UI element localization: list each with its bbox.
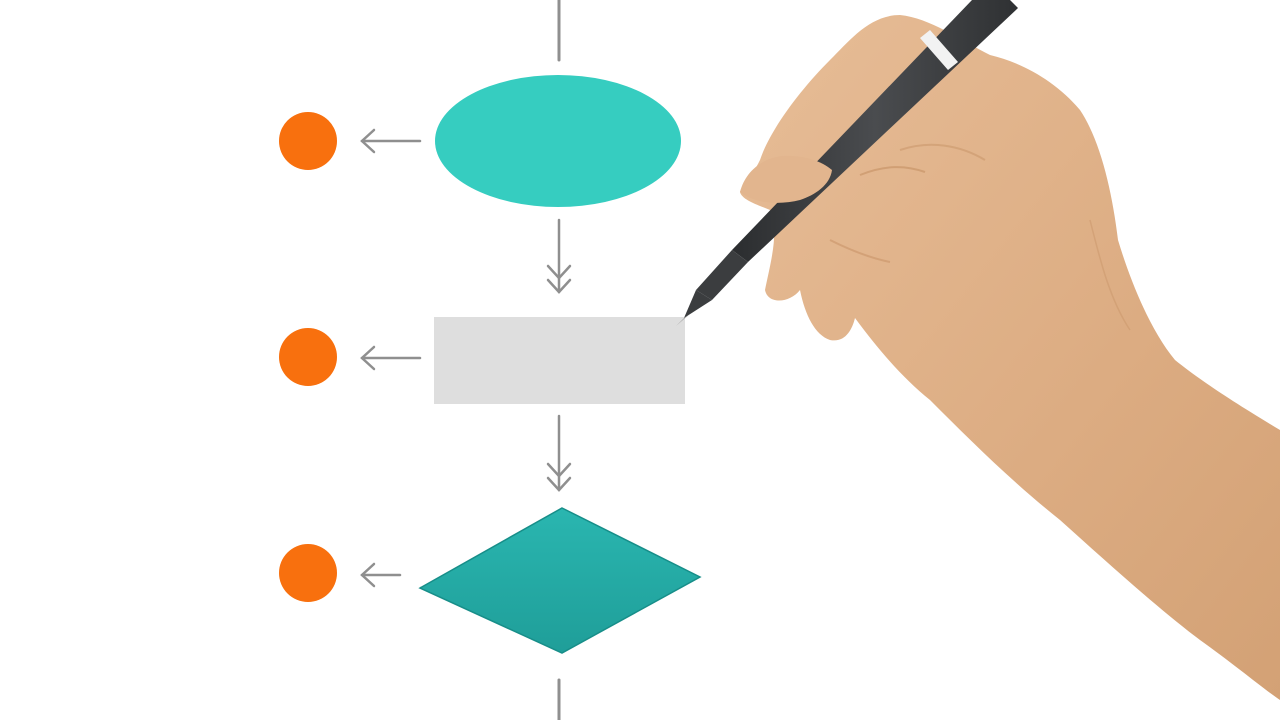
- orange-marker-3: [279, 544, 337, 602]
- down-arrow-start-to-process: [546, 218, 572, 294]
- process-rectangle-node: [434, 317, 685, 404]
- left-arrow-to-marker-3: [360, 562, 402, 588]
- left-arrow-to-marker-1: [360, 128, 422, 154]
- orange-marker-1: [279, 112, 337, 170]
- down-arrow-process-to-decision: [546, 414, 572, 492]
- decision-diamond-node: [418, 507, 702, 654]
- left-arrow-to-marker-2: [360, 345, 422, 371]
- orange-marker-2: [279, 328, 337, 386]
- hand-holding-pen-illustration: [676, 0, 1280, 700]
- start-ellipse-node: [435, 75, 681, 207]
- hand-icon: [740, 15, 1280, 700]
